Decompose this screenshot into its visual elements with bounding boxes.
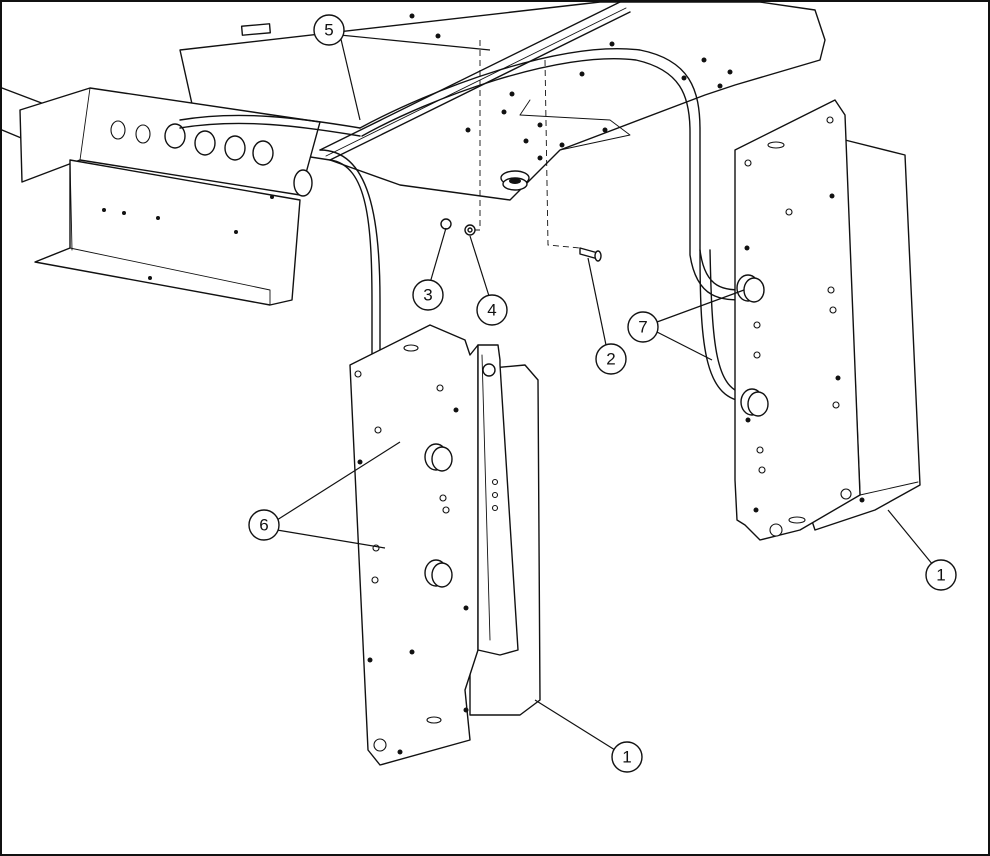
svg-text:4: 4 xyxy=(487,301,496,320)
callout-7: 7 xyxy=(627,311,659,343)
callout-3: 3 xyxy=(412,279,444,311)
callout-6: 6 xyxy=(248,509,280,541)
svg-text:7: 7 xyxy=(638,318,647,337)
svg-text:5: 5 xyxy=(324,21,333,40)
callout-1-right: 1 xyxy=(925,559,957,591)
mounting-frame xyxy=(179,1,826,201)
junction-box xyxy=(1,87,321,306)
enclosure-right xyxy=(734,99,921,541)
callout-5: 5 xyxy=(313,14,345,46)
callouts: 5 3 4 2 7 6 xyxy=(248,14,957,773)
callout-2: 2 xyxy=(595,343,627,375)
fastener-hardware xyxy=(440,40,602,262)
svg-text:2: 2 xyxy=(606,350,615,369)
svg-text:3: 3 xyxy=(423,286,432,305)
callout-1-left: 1 xyxy=(611,741,643,773)
svg-text:1: 1 xyxy=(936,566,945,585)
svg-text:1: 1 xyxy=(622,748,631,767)
svg-text:6: 6 xyxy=(259,516,268,535)
enclosure-left xyxy=(349,324,541,766)
callout-4: 4 xyxy=(476,294,508,326)
